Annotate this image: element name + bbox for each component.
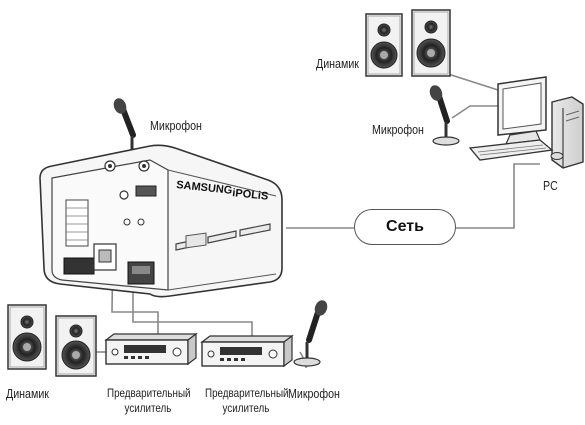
camera-icon: SAMSUNG iPOLiS bbox=[39, 144, 283, 298]
label-speaker-top: Динамик bbox=[316, 56, 359, 71]
label-mic-bottom: Микрофон bbox=[288, 386, 340, 401]
mic-top-cable bbox=[451, 105, 500, 119]
label-preamp-left-line2: усилитель bbox=[124, 401, 172, 415]
label-mic-top: Микрофон bbox=[372, 122, 424, 137]
preamp-left-icon bbox=[104, 332, 198, 366]
label-pc: PC bbox=[543, 178, 558, 193]
speaker-top-right-icon bbox=[411, 9, 451, 77]
label-speaker-bottom: Динамик bbox=[6, 386, 49, 401]
camera-series-text: iPOLiS bbox=[232, 187, 269, 203]
speaker-top-cable bbox=[444, 72, 499, 91]
network-badge: Сеть bbox=[354, 209, 456, 245]
camera-brand-text: SAMSUNG bbox=[176, 179, 233, 197]
label-preamp-right: Предварительный усилитель bbox=[205, 386, 289, 416]
speaker-bottom-right-icon bbox=[55, 315, 97, 377]
label-preamp-left-line1: Предварительный bbox=[107, 386, 191, 400]
label-preamp-left: Предварительный усилитель bbox=[107, 386, 191, 416]
microphone-top-icon bbox=[429, 85, 460, 146]
preamp-right-icon bbox=[200, 334, 294, 368]
speaker-top-left-icon bbox=[365, 13, 403, 77]
speaker-bottom-left-icon bbox=[7, 304, 47, 370]
pc-icon bbox=[468, 76, 584, 169]
label-mic-camera: Микрофон bbox=[150, 118, 202, 133]
label-preamp-right-line1: Предварительный bbox=[205, 386, 289, 400]
microphone-bottom-icon bbox=[293, 300, 328, 367]
network-cable-pc bbox=[456, 163, 540, 229]
label-preamp-right-line2: усилитель bbox=[222, 401, 270, 415]
label-network: Сеть bbox=[386, 218, 424, 235]
